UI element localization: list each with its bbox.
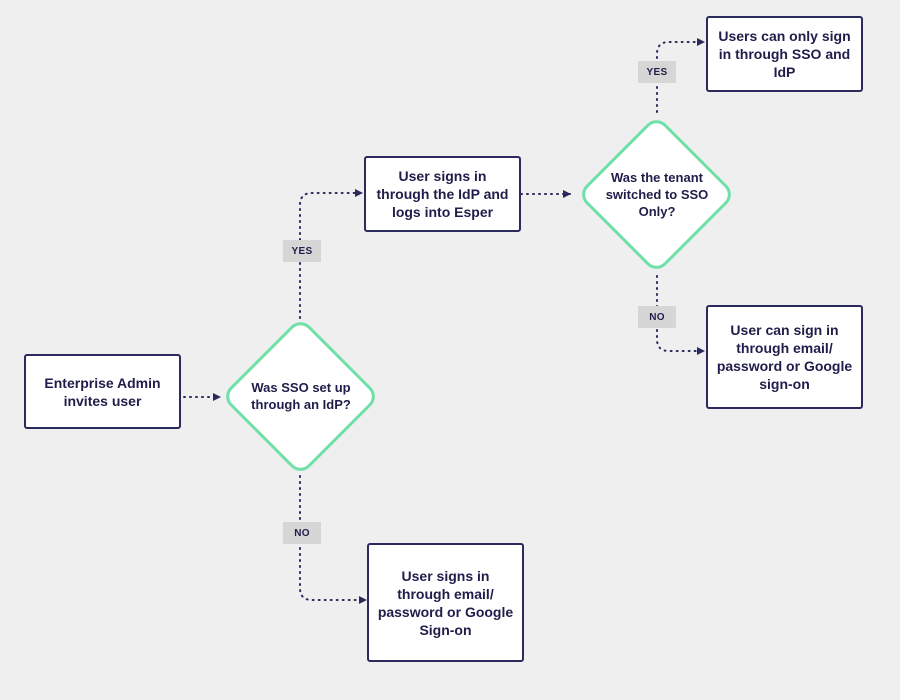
connector-sso-only-no [656,275,705,355]
tag-no-sso-setup: NO [283,522,321,544]
tag-no-sso-only: NO [638,306,676,328]
node-admin-invites: Enterprise Admin invites user [24,354,181,429]
connector-sso-question-no [299,475,367,604]
decision-diamond-sso-only [582,120,731,269]
node-idp-signin: User signs in through the IdP and logs i… [364,156,521,232]
tag-yes-sso-only: YES [638,61,676,83]
decision-label-sso-setup: Was SSO set up through an IdP? [251,380,351,412]
decision-diamond-sso-setup [226,322,375,471]
node-sso-idp-only: Users can only sign in through SSO and I… [706,16,863,92]
decision-label-sso-only: Was the tenant switched to SSO Only? [605,169,709,219]
connector-sso-question-yes [299,189,363,319]
node-email-or-google-signin: User signs in through email/ password or… [367,543,524,662]
node-email-or-google-option: User can sign in through email/ password… [706,305,863,409]
tag-yes-sso-setup: YES [283,240,321,262]
connector-sso-only-yes [656,38,705,113]
